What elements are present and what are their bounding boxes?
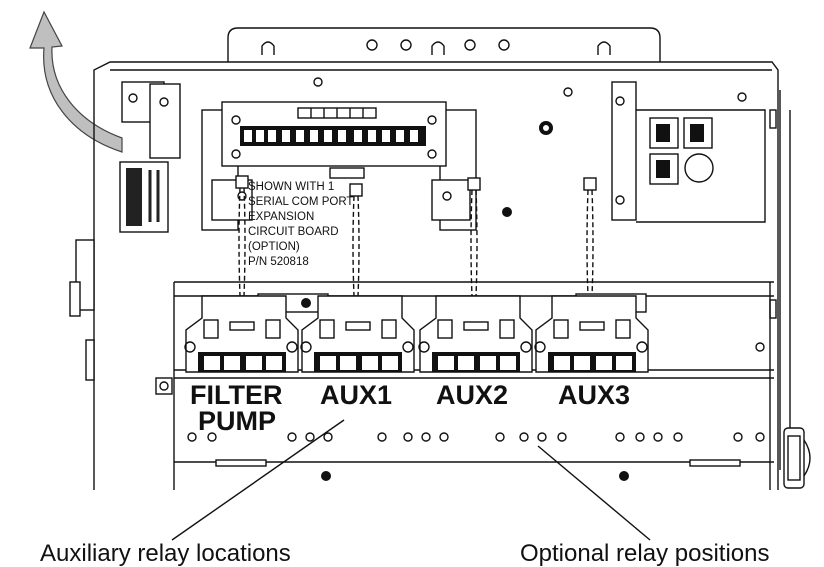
board-note-line: EXPANSION: [248, 211, 314, 223]
circuit-board: [201, 101, 477, 231]
leader-line-right: [537, 445, 651, 541]
board-note-line: CIRCUIT BOARD: [248, 226, 339, 238]
curved-arrow-icon: [29, 10, 123, 153]
label-filter: FILTER: [190, 380, 282, 410]
label-aux3: AUX3: [558, 380, 630, 410]
board-note-line: SHOWN WITH 1: [248, 181, 334, 193]
optional-relay-holes: [187, 432, 765, 442]
board-note-line: (OPTION): [248, 241, 300, 253]
leader-line-left: [171, 419, 345, 541]
breaker-area: [611, 81, 766, 223]
top-flange: [227, 27, 661, 62]
caption-auxiliary-relay-locations: Auxiliary relay locations: [40, 540, 291, 567]
panel-screws: [313, 77, 747, 217]
board-note-line: SERIAL COM PORT: [248, 196, 353, 208]
relay-aux3: [534, 295, 649, 373]
caption-optional-relay-positions: Optional relay positions: [520, 540, 769, 567]
label-pump: PUMP: [198, 406, 276, 436]
relay-aux2: [418, 295, 533, 373]
wire-harnesses: [235, 175, 597, 297]
relay-aux1: [300, 295, 415, 373]
board-note-line: P/N 520818: [248, 256, 309, 268]
label-aux2: AUX2: [436, 380, 508, 410]
label-aux1: AUX1: [320, 380, 392, 410]
board-note: SHOWN WITH 1 SERIAL COM PORT EXPANSION C…: [248, 181, 353, 268]
enclosure: [69, 61, 811, 490]
relay-filter-pump: [184, 295, 299, 373]
